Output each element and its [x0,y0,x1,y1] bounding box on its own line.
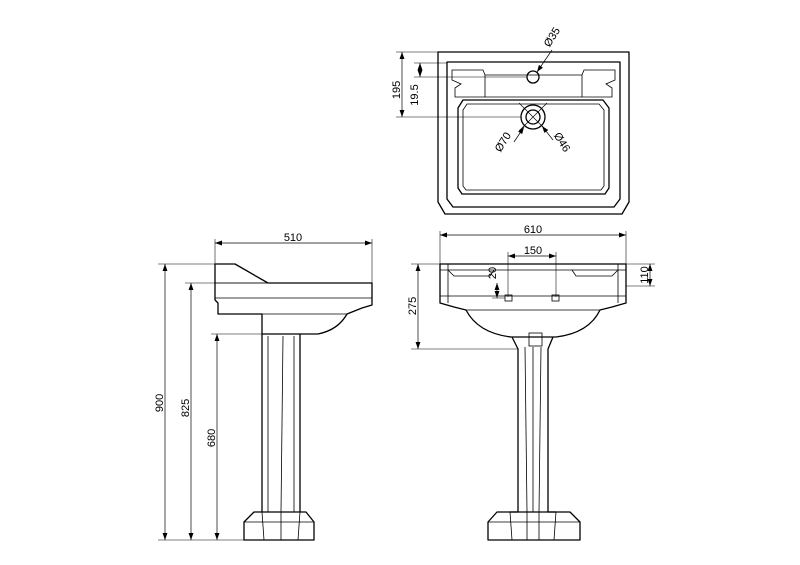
label-dia70: Ø70 [493,130,514,154]
side-basin [214,263,373,335]
plan-tap-deck-right [581,69,616,98]
label-275: 275 [407,297,419,315]
label-610: 610 [524,224,542,236]
side-view [158,239,373,541]
plan-tap-deck [451,69,486,98]
side-pedestal [261,334,301,512]
front-view [411,231,655,541]
label-dia46: Ø46 [551,130,572,154]
plan-bowl [457,99,610,195]
label-510: 510 [284,232,302,244]
leader-dia35 [536,49,553,73]
label-150: 150 [524,245,542,257]
side-foot [243,511,315,541]
label-20: 20 [487,267,499,279]
tap-hole [526,70,540,84]
label-19-5: 19.5 [409,84,421,105]
label-110: 110 [639,266,651,284]
label-dia35: Ø35 [542,25,563,49]
plan-inner-rim [446,61,621,208]
label-900: 900 [154,394,166,412]
front-foot [487,511,581,541]
label-195: 195 [391,81,403,99]
front-basin [439,263,627,338]
waste-inner [525,109,541,125]
leader-dia70 [513,126,525,143]
label-680: 680 [206,429,218,447]
leader-dia46 [541,125,554,141]
plan-view [396,49,630,215]
label-825: 825 [180,399,192,417]
plan-outer-outline [437,51,630,215]
